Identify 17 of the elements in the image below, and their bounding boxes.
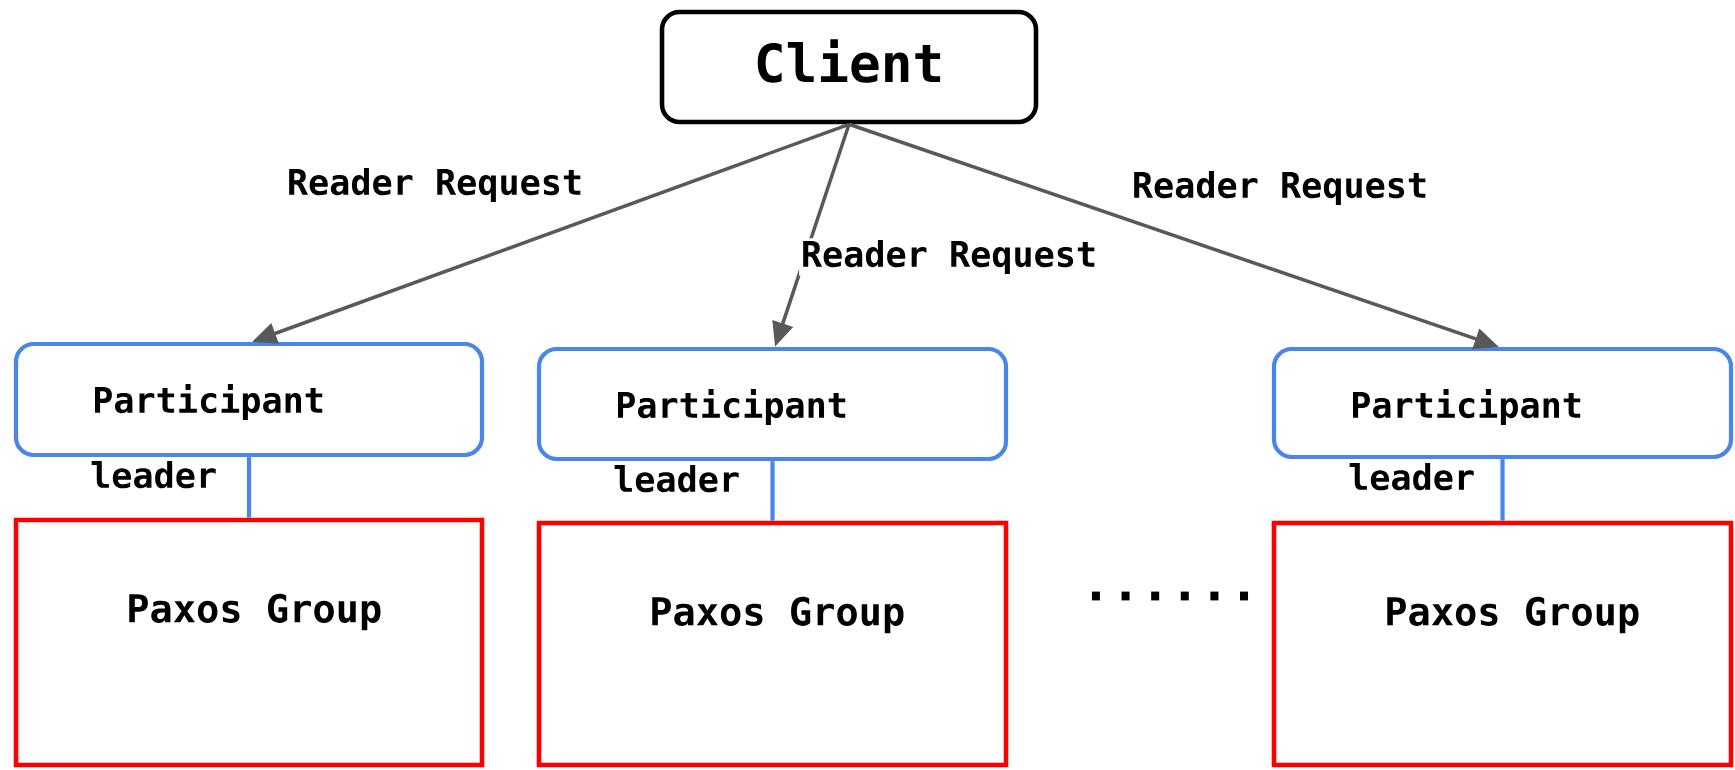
connector-line bbox=[246, 457, 252, 518]
participant-box: Participant leader bbox=[1271, 346, 1734, 491]
ellipsis: ...... bbox=[1091, 591, 1249, 601]
edge-label: Reader Request bbox=[285, 166, 585, 204]
participant-box: Participant leader bbox=[13, 341, 485, 489]
paxos-group-box: Paxos Group bbox=[13, 517, 485, 768]
paxos-group-box: Paxos Group bbox=[536, 520, 1009, 768]
paxos-group-box: Paxos Group bbox=[1271, 520, 1734, 768]
node-label: leader bbox=[91, 461, 216, 489]
edge-label: Reader Request bbox=[799, 238, 1099, 276]
connector-line bbox=[1500, 459, 1505, 521]
node-label: leader bbox=[614, 465, 739, 493]
client-box: Client bbox=[659, 9, 1039, 125]
node-label: leader bbox=[1349, 463, 1474, 491]
participant-box: Participant leader bbox=[536, 346, 1009, 493]
connector-line bbox=[770, 461, 775, 521]
edge-label: Reader Request bbox=[1130, 169, 1430, 207]
